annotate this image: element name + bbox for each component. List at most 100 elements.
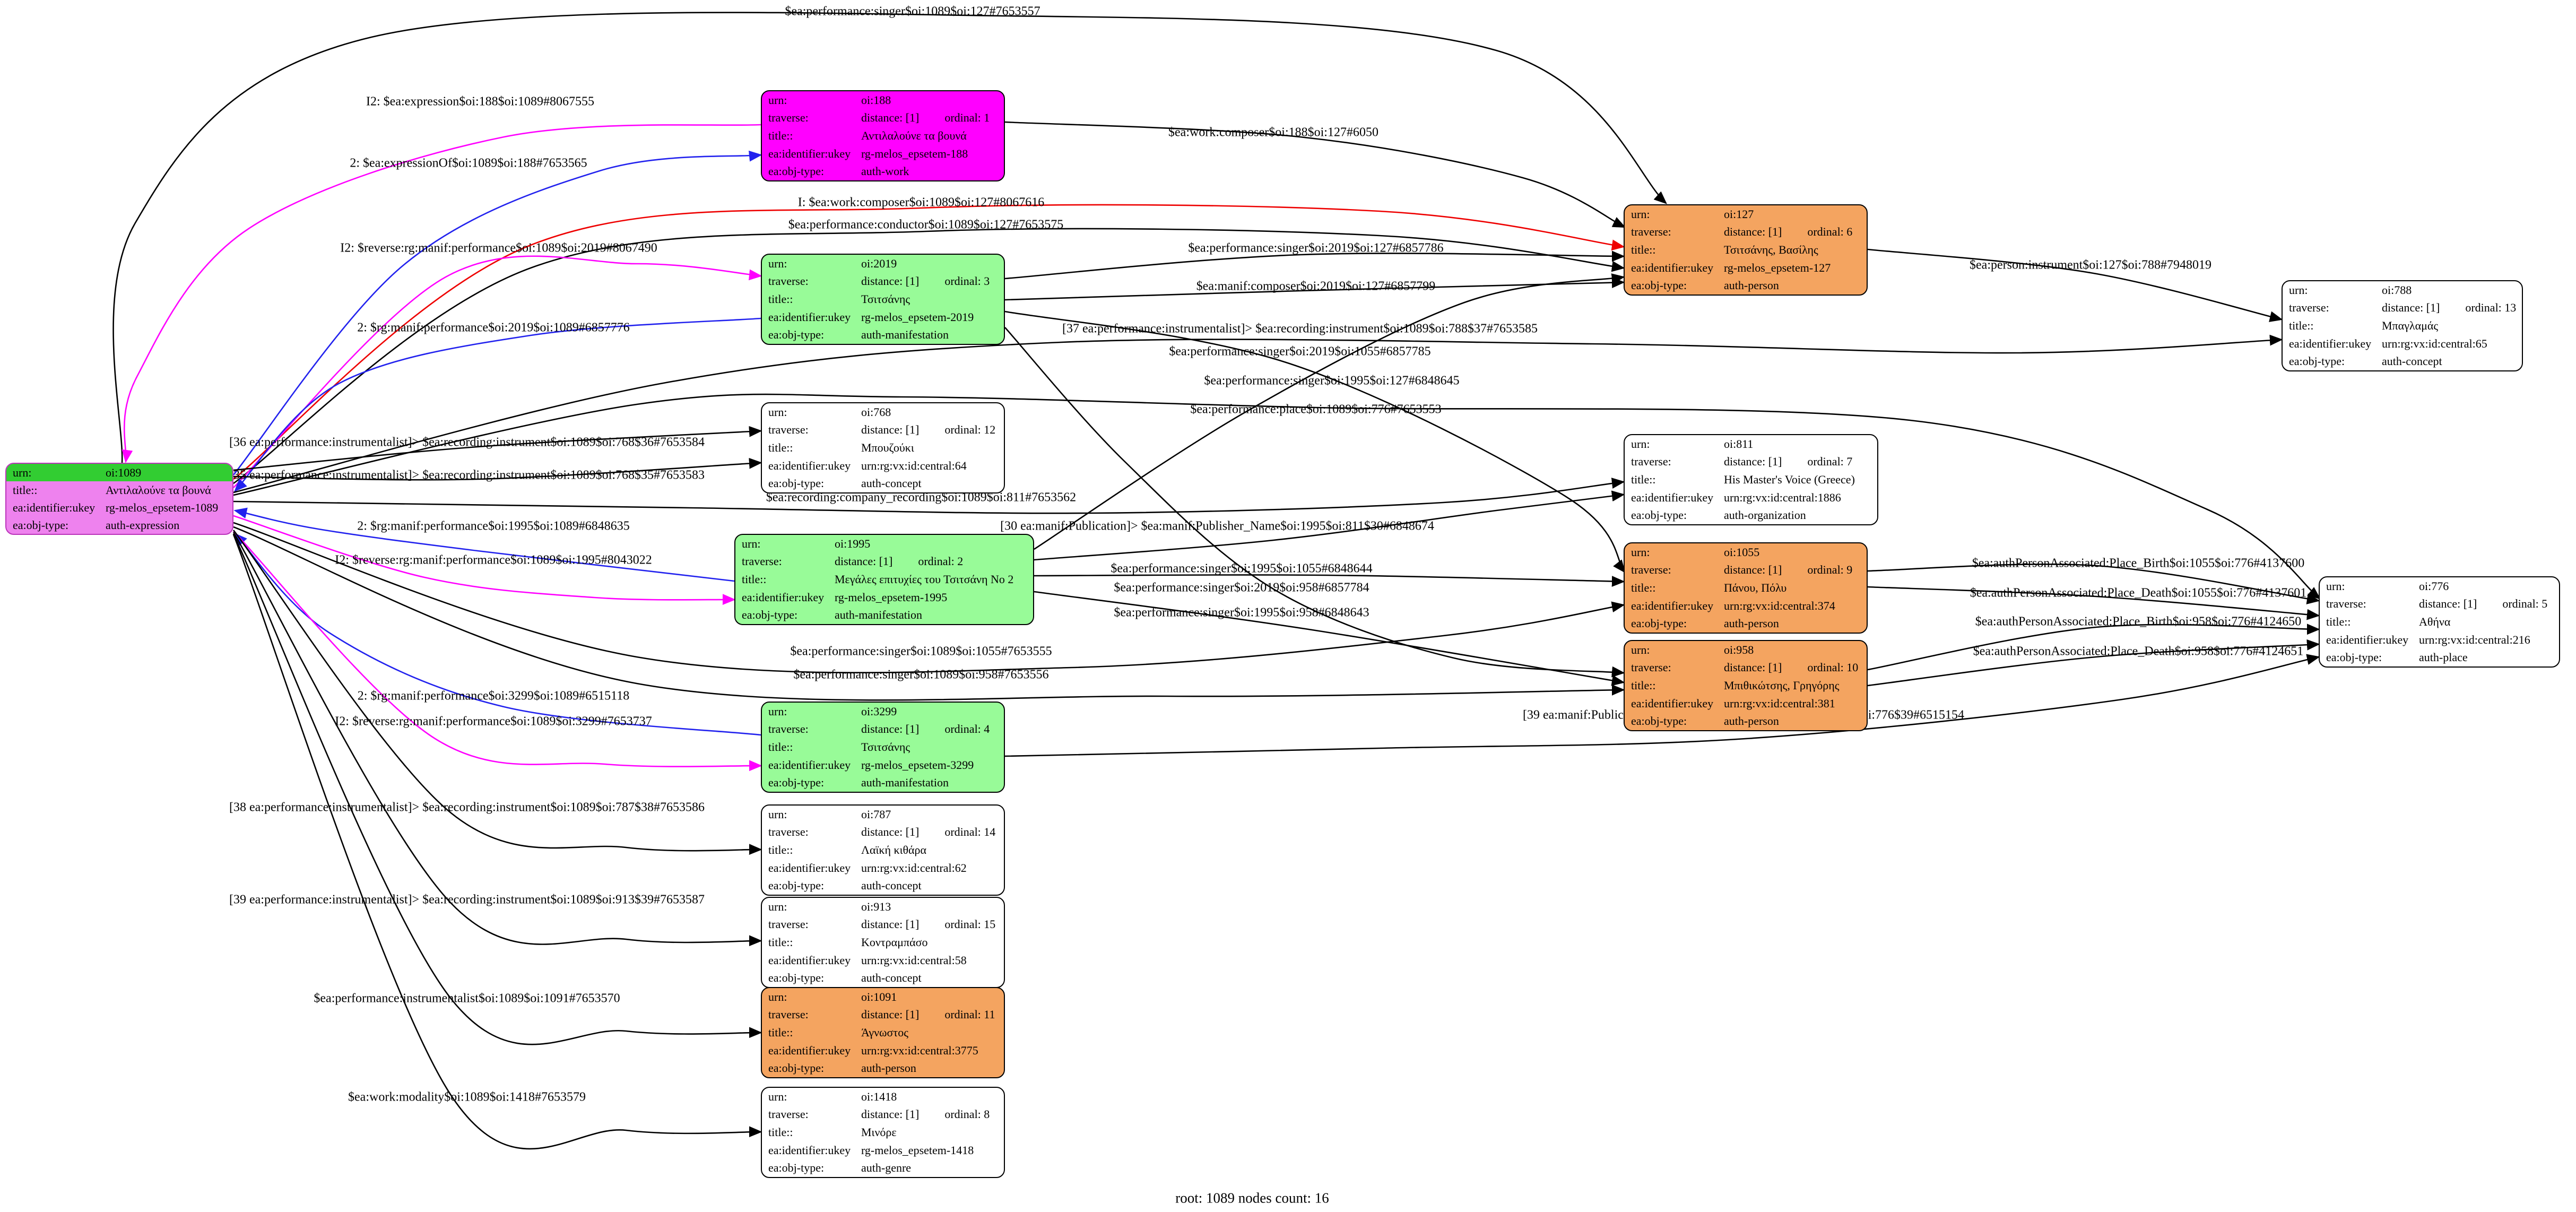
node-field-label: traverse: xyxy=(1631,455,1671,469)
node-field-value: urn:rg:vx:id:central:1886 xyxy=(1724,490,1841,504)
node-field-value: Τσιτσάνης xyxy=(861,740,910,754)
node-field-value: Τσιτσάνης xyxy=(861,292,910,306)
node-field-label: title:: xyxy=(2289,318,2314,332)
edge-label: [37 ea:performance:instrumentalist]> $ea… xyxy=(1062,322,1538,336)
node-field-label: ea:identifier:ukey xyxy=(742,590,825,604)
node-row: ea:obj-type:auth-expression xyxy=(6,516,232,534)
node-field-label: title:: xyxy=(1631,243,1656,256)
node-field-value: oi:958 xyxy=(1724,643,1754,656)
node-field-label: title:: xyxy=(1631,678,1656,692)
node-field-value2: ordinal: 7 xyxy=(1807,455,1853,469)
node-field-label: ea:identifier:ukey xyxy=(1631,696,1714,710)
node-field-value: distance: [1] xyxy=(861,825,920,839)
edge-label: $ea:work:modality$oi:1089$oi:1418#765357… xyxy=(348,1090,586,1104)
node-field-value: distance: [1] xyxy=(2382,301,2440,315)
node-field-label: ea:obj-type: xyxy=(768,477,825,490)
node-field-value: auth-person xyxy=(1724,714,1779,728)
node-row: urn:oi:1089 xyxy=(6,464,232,481)
node-field-value: oi:913 xyxy=(861,899,891,913)
edge-label: $ea:authPersonAssociated:Place_Death$oi:… xyxy=(1970,586,2307,600)
edge-label: $ea:performance:place$oi:1089$oi:776#765… xyxy=(1190,402,1442,417)
node-row: urn:oi:127 xyxy=(1625,205,1867,223)
edge-label: [38 ea:performance:instrumentalist]> $ea… xyxy=(229,800,705,815)
node-row: ea:obj-type:auth-manifestation xyxy=(762,774,1004,792)
node-row: ea:identifier:ukey rg-melos_epsetem-2019 xyxy=(762,308,1004,326)
node-field-value: rg-melos_epsetem-2019 xyxy=(861,310,974,324)
node-field-label: ea:obj-type: xyxy=(1631,617,1687,630)
node-field-label: traverse: xyxy=(2326,597,2366,611)
node-field-value: Μπουζούκι xyxy=(861,440,914,454)
edge-label: [35 ea:performance:instrumentalist]> $ea… xyxy=(229,468,705,482)
node-field-label: traverse: xyxy=(768,917,809,931)
node-row: traverse:distance: [1]ordinal: 12 xyxy=(762,421,1004,439)
node-field-label: ea:obj-type: xyxy=(1631,279,1687,292)
node-field-label: ea:obj-type: xyxy=(1631,714,1687,728)
node-field-value: rg-melos_epsetem-127 xyxy=(1724,261,1831,274)
node-field-label: traverse: xyxy=(2289,301,2329,315)
node-field-value: rg-melos_epsetem-188 xyxy=(861,146,968,160)
node-row: traverse:distance: [1]ordinal: 1 xyxy=(762,109,1004,127)
node-row: ea:obj-type:auth-concept xyxy=(2283,352,2522,370)
edge-label: I: $ea:work:composer$oi:1089$oi:127#8067… xyxy=(797,195,1045,210)
node-field-label: ea:obj-type: xyxy=(768,328,825,342)
node-field-label: ea:obj-type: xyxy=(768,1061,825,1075)
node-field-label: urn: xyxy=(1631,545,1650,559)
node-field-label: title:: xyxy=(768,1025,793,1039)
node-field-label: urn: xyxy=(768,990,787,1003)
node-field-value: urn:rg:vx:id:central:58 xyxy=(861,953,967,967)
node-row: ea:obj-type:auth-genre xyxy=(762,1159,1004,1177)
node-field-value: oi:1055 xyxy=(1724,545,1760,559)
node-field-value: distance: [1] xyxy=(861,1107,920,1121)
node-field-value: Τσιτσάνης, Βασίλης xyxy=(1724,243,1818,256)
node-field-value: auth-concept xyxy=(2382,354,2442,368)
edge-label: $ea:performance:conductor$oi:1089$oi:127… xyxy=(788,218,1064,232)
node-field-label: ea:identifier:ukey xyxy=(768,146,851,160)
graph-edge xyxy=(1867,564,2320,604)
node-field-value2: ordinal: 6 xyxy=(1807,225,1853,239)
node-row: ea:obj-type:auth-place xyxy=(2320,648,2559,666)
node-field-label: urn: xyxy=(2326,579,2345,593)
node-row: title::His Master's Voice (Greece) xyxy=(1625,471,1877,489)
node-field-label: traverse: xyxy=(768,423,809,437)
graph-edge xyxy=(233,515,736,605)
graph-edge xyxy=(1034,490,1625,561)
node-field-label: ea:identifier:ukey xyxy=(768,310,851,324)
node-row: urn:oi:1091 xyxy=(762,988,1004,1006)
node-field-label: urn: xyxy=(768,807,787,821)
node-field-label: ea:obj-type: xyxy=(768,1161,825,1175)
node-field-label: urn: xyxy=(1631,437,1650,451)
node-field-label: traverse: xyxy=(768,722,809,736)
edge-label: [30 ea:manif:Publication]> $ea:manif:Pub… xyxy=(1000,519,1434,533)
node-field-label: ea:obj-type: xyxy=(768,165,825,178)
node-field-value: distance: [1] xyxy=(1724,225,1782,239)
node-field-label: traverse: xyxy=(1631,225,1671,239)
node-field-value: urn:rg:vx:id:central:216 xyxy=(2419,633,2530,646)
node-field-value: urn:rg:vx:id:central:3775 xyxy=(861,1043,978,1057)
graph-edge xyxy=(1867,248,2283,322)
node-field-value: oi:776 xyxy=(2419,579,2449,593)
graph-edge xyxy=(233,531,762,772)
node-field-value: Αθήνα xyxy=(2419,614,2451,628)
node-row: ea:obj-type:auth-manifestation xyxy=(762,326,1004,344)
node-row: traverse:distance: [1]ordinal: 3 xyxy=(762,273,1004,291)
node-row: title::Μπουζούκι xyxy=(762,439,1004,457)
node-field-value: distance: [1] xyxy=(1724,455,1782,469)
node-field-value: Μπαγλαμάς xyxy=(2382,318,2439,332)
edge-label: $ea:performance:singer$oi:1995$oi:1055#6… xyxy=(1111,561,1373,576)
node-field-value: rg-melos_epsetem-1089 xyxy=(106,500,219,514)
edge-label: 2: $rg:manif:performance$oi:1995$oi:1089… xyxy=(357,519,630,533)
node-field-value: oi:787 xyxy=(861,807,891,821)
node-row: urn:oi:1418 xyxy=(762,1088,1004,1106)
graph-edge xyxy=(233,478,1625,514)
